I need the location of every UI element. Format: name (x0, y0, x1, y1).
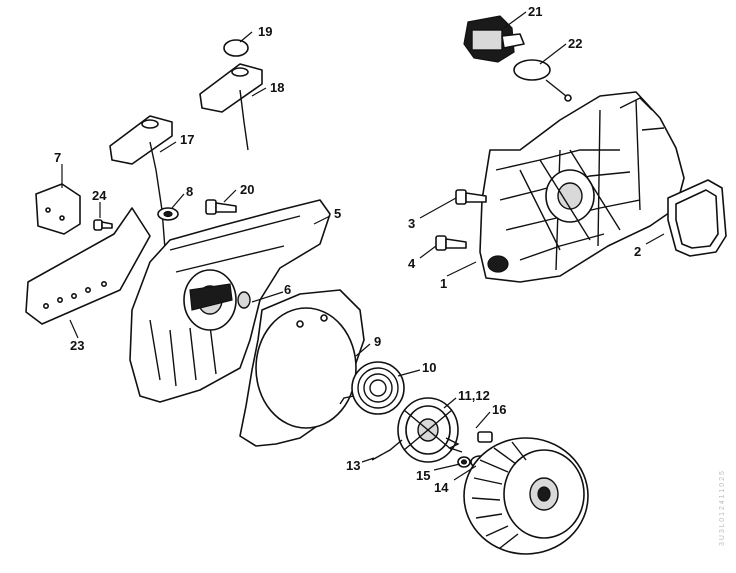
callout-15: 15 (416, 468, 430, 483)
part-8-grommet (157, 207, 179, 221)
part-15-washer (457, 456, 471, 468)
callout-19: 19 (258, 24, 272, 39)
callout-3: 3 (408, 216, 415, 231)
callout-14: 14 (434, 480, 449, 495)
part-19-cap (223, 39, 249, 57)
callout-18: 18 (270, 80, 284, 95)
callout-labels: 1 2 3 4 5 6 7 8 9 10 11,12 13 14 15 16 1… (54, 4, 641, 495)
part-18-handle (199, 63, 263, 151)
callout-5: 5 (334, 206, 341, 221)
part-9-shroud (239, 289, 365, 447)
callout-10: 10 (422, 360, 436, 375)
callout-17: 17 (180, 132, 194, 147)
part-11-12-rope-rotor (397, 397, 459, 463)
part-17-handle (109, 115, 173, 263)
part-1-crankcase (479, 91, 685, 283)
part-21-fitting (463, 15, 525, 63)
callout-8: 8 (186, 184, 193, 199)
part-16-spring-clip (445, 431, 493, 453)
callout-4: 4 (408, 256, 416, 271)
part-5-starter-cover (129, 199, 331, 403)
part-4-screw (435, 235, 467, 251)
part-10-spring (339, 361, 405, 415)
callout-22: 22 (568, 36, 582, 51)
part-22-o-ring (513, 59, 572, 102)
leader-lines (61, 11, 665, 481)
part-6-pin (237, 291, 251, 309)
callout-11-12: 11,12 (458, 388, 490, 403)
callout-9: 9 (374, 334, 381, 349)
callout-7: 7 (54, 150, 61, 165)
callout-13: 13 (346, 458, 360, 473)
part-3-screw (455, 189, 487, 205)
part-23-strip (25, 207, 151, 325)
part-2-gasket (667, 179, 727, 257)
callout-6: 6 (284, 282, 291, 297)
callout-21: 21 (528, 4, 542, 19)
callout-20: 20 (240, 182, 254, 197)
callout-2: 2 (634, 244, 641, 259)
callout-24: 24 (92, 188, 107, 203)
part-20-screw (205, 199, 237, 215)
flywheel (463, 437, 589, 555)
callout-23: 23 (70, 338, 84, 353)
callout-16: 16 (492, 402, 506, 417)
callout-1: 1 (440, 276, 447, 291)
part-24-screw (93, 219, 113, 231)
watermark: 3 U 3 L 0 1 2 4 1 1 0 2 5 (719, 471, 726, 546)
part-13-rope (371, 439, 403, 461)
part-7-plate (35, 183, 81, 235)
